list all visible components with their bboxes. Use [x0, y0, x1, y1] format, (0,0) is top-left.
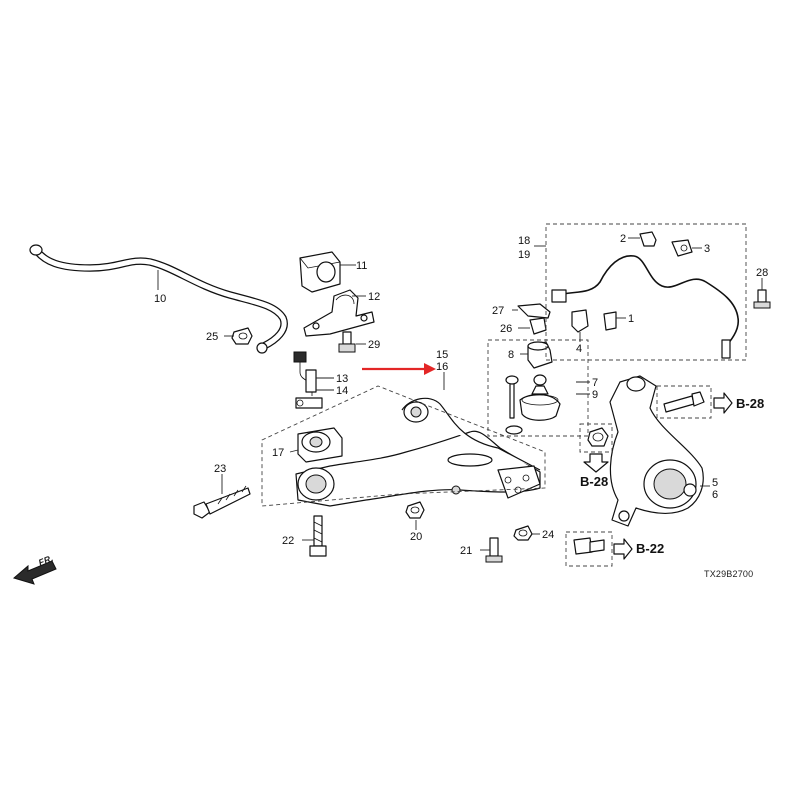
label-13: 13	[336, 373, 348, 385]
label-22: 22	[282, 535, 294, 547]
ref-arrow-b28-right	[713, 392, 733, 414]
lower-arm-group-box	[261, 385, 546, 507]
label-18: 18	[518, 235, 530, 247]
label-28: 28	[756, 267, 768, 279]
diagram-code: TX29B2700	[704, 569, 753, 579]
flange-bolt-23[interactable]	[193, 485, 251, 519]
bushing-holder[interactable]	[303, 289, 375, 337]
label-17: 17	[272, 447, 284, 459]
ref-b28-right[interactable]: B-28	[736, 396, 764, 411]
label-19: 19	[518, 249, 530, 261]
stabilizer-bushing[interactable]	[299, 251, 341, 293]
front-direction-icon	[12, 560, 57, 585]
label-14: 14	[336, 385, 348, 397]
label-5: 5	[712, 477, 718, 489]
wheel-speed-sensor[interactable]	[551, 255, 740, 359]
nut-20[interactable]	[405, 501, 425, 519]
clip-26[interactable]	[529, 317, 547, 335]
flange-bolt-knuckle[interactable]	[663, 391, 705, 413]
bolt-28[interactable]	[753, 289, 771, 309]
nut-24[interactable]	[513, 525, 533, 541]
label-8: 8	[508, 349, 514, 361]
ball-joint-boot[interactable]	[527, 341, 553, 369]
label-11: 11	[356, 260, 367, 272]
label-20: 20	[410, 531, 422, 543]
label-16: 16	[436, 361, 448, 373]
front-lower-arm[interactable]	[295, 397, 541, 507]
label-29: 29	[368, 339, 380, 351]
ball-joint-group-box	[487, 339, 589, 437]
label-27: 27	[492, 305, 504, 317]
label-21: 21	[460, 545, 472, 557]
b22-box	[565, 531, 613, 567]
bolt-21[interactable]	[485, 537, 503, 563]
leader-lines	[157, 237, 763, 551]
ref-arrow-b28-below	[583, 453, 609, 473]
label-10: 10	[154, 293, 166, 305]
nut-25[interactable]	[231, 327, 253, 345]
stabilizer-bar[interactable]	[29, 244, 288, 354]
bracket-1[interactable]	[603, 311, 617, 331]
nut-knuckle[interactable]	[587, 427, 609, 447]
clip-3[interactable]	[671, 239, 693, 257]
label-26: 26	[500, 323, 512, 335]
b28-below-box	[579, 423, 613, 453]
label-25: 25	[206, 331, 218, 343]
ball-joint[interactable]	[519, 374, 561, 421]
label-15: 15	[436, 349, 448, 361]
label-2: 2	[620, 233, 626, 245]
clip-27[interactable]	[517, 303, 551, 319]
ref-arrow-b22	[613, 538, 633, 560]
bracket-4[interactable]	[571, 309, 589, 333]
steering-knuckle[interactable]	[609, 375, 704, 527]
label-1: 1	[628, 313, 634, 325]
label-7: 7	[592, 377, 598, 389]
stabilizer-link[interactable]	[293, 351, 323, 409]
flange-bolt-22[interactable]	[309, 515, 327, 557]
label-4: 4	[576, 343, 582, 355]
lower-arm-bushing-17[interactable]	[297, 427, 343, 463]
label-3: 3	[704, 243, 710, 255]
b28-right-box	[656, 385, 712, 419]
label-23: 23	[214, 463, 226, 475]
flange-bolt-b22[interactable]	[573, 537, 605, 555]
highlight-arrow	[362, 363, 436, 375]
clip-2[interactable]	[639, 231, 657, 247]
link-pin[interactable]	[505, 375, 523, 435]
ref-b28-below[interactable]: B-28	[580, 474, 608, 489]
label-9: 9	[592, 389, 598, 401]
label-24: 24	[542, 529, 554, 541]
label-6: 6	[712, 489, 718, 501]
label-12: 12	[368, 291, 380, 303]
ref-b22[interactable]: B-22	[636, 541, 664, 556]
sensor-group-box	[545, 223, 747, 361]
flange-bolt-29[interactable]	[338, 331, 356, 353]
